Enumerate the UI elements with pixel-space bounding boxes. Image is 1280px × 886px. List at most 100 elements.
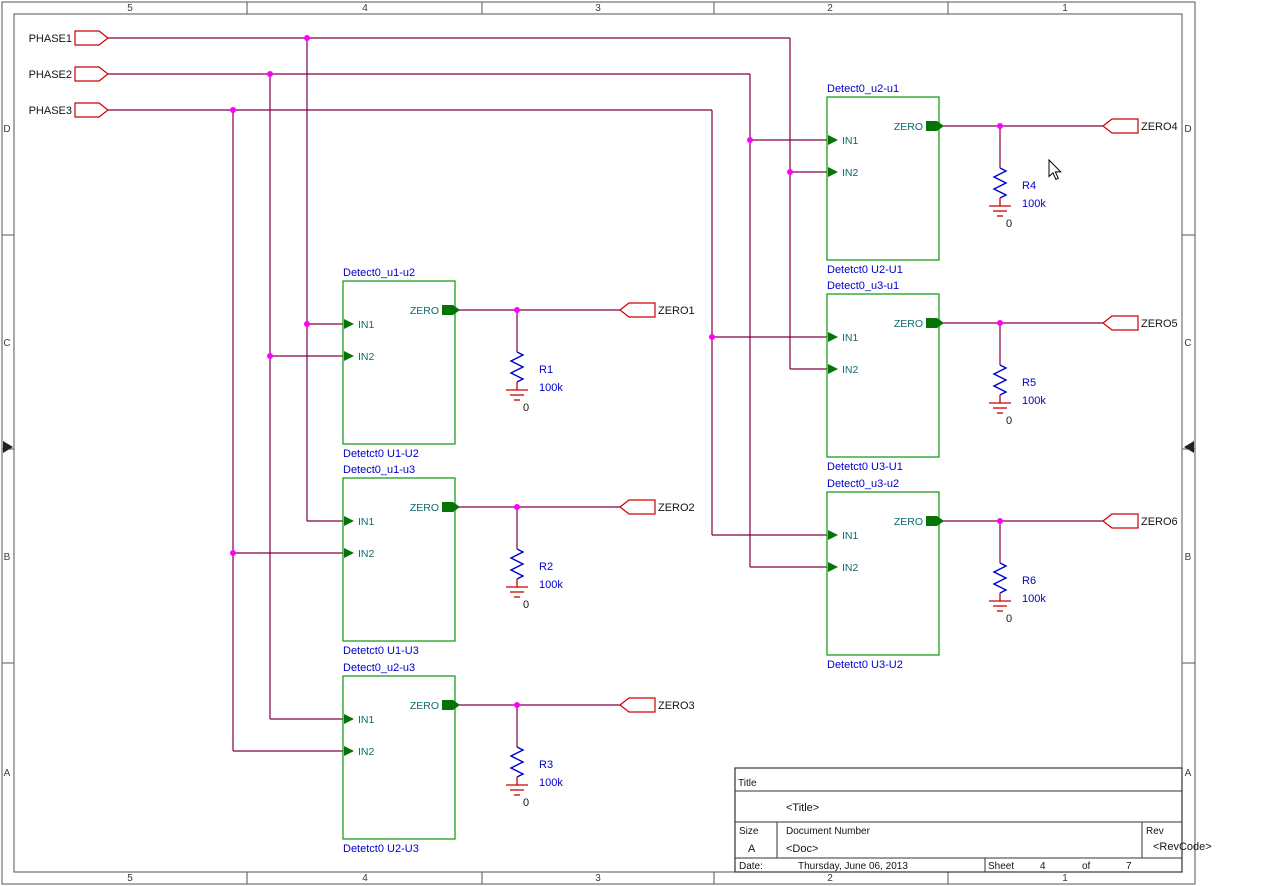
sheet-number[interactable]: 4 bbox=[1040, 861, 1046, 872]
junction-dot[interactable] bbox=[230, 550, 236, 556]
resistor-body[interactable] bbox=[992, 364, 1008, 396]
size-value[interactable]: A bbox=[748, 843, 756, 855]
net-zero-outputs[interactable] bbox=[455, 125, 1103, 706]
hier-port-icon[interactable] bbox=[619, 302, 656, 318]
pin-out-icon[interactable] bbox=[926, 318, 944, 328]
pin-out-icon[interactable] bbox=[926, 516, 944, 526]
pin-in1-icon[interactable] bbox=[828, 135, 838, 145]
detect-block-u3-u2[interactable]: Detect0_u3-u2 Detetct0 U3-U2 ZERO IN1 IN… bbox=[826, 478, 944, 671]
title-value[interactable]: <Title> bbox=[786, 802, 819, 814]
junction-dot[interactable] bbox=[514, 504, 520, 510]
frame-row-label: D bbox=[1184, 124, 1191, 135]
hier-port-icon[interactable] bbox=[1102, 315, 1139, 331]
frame-col-label: 4 bbox=[362, 3, 368, 14]
output-port-zero6[interactable]: ZERO6 bbox=[1102, 513, 1178, 529]
pin-in2-icon[interactable] bbox=[344, 351, 354, 361]
pin-in1-label: IN1 bbox=[842, 530, 859, 542]
junction-dot[interactable] bbox=[997, 123, 1003, 129]
output-port-zero5[interactable]: ZERO5 bbox=[1102, 315, 1178, 331]
net-phase3[interactable] bbox=[108, 109, 827, 752]
block-outline[interactable] bbox=[342, 675, 456, 840]
junction-dot[interactable] bbox=[787, 169, 793, 175]
date-value[interactable]: Thursday, June 06, 2013 bbox=[798, 861, 908, 872]
net-phase1[interactable] bbox=[108, 37, 827, 522]
junction-dot[interactable] bbox=[514, 702, 520, 708]
junction-dot[interactable] bbox=[709, 334, 715, 340]
block-outline[interactable] bbox=[826, 293, 940, 458]
frame-row-label: B bbox=[4, 552, 11, 563]
junction-dot[interactable] bbox=[997, 320, 1003, 326]
output-port-zero4[interactable]: ZERO4 bbox=[1102, 118, 1178, 134]
input-port-phase3[interactable]: PHASE3 bbox=[29, 102, 109, 118]
pin-out-icon[interactable] bbox=[442, 502, 460, 512]
pin-in2-icon[interactable] bbox=[828, 562, 838, 572]
pin-in1-icon[interactable] bbox=[344, 319, 354, 329]
hier-port-icon[interactable] bbox=[74, 30, 109, 46]
junction-dot[interactable] bbox=[304, 35, 310, 41]
junction-dot[interactable] bbox=[267, 353, 273, 359]
output-port-zero2[interactable]: ZERO2 bbox=[619, 499, 695, 515]
resistor-r5[interactable]: R5 100k 0 bbox=[989, 323, 1046, 427]
pin-in1-icon[interactable] bbox=[344, 516, 354, 526]
detect-block-u2-u3[interactable]: Detect0_u2-u3 Detetct0 U2-U3 ZERO IN1 IN… bbox=[342, 662, 460, 855]
resistor-body[interactable] bbox=[509, 746, 525, 778]
hier-port-icon[interactable] bbox=[619, 697, 656, 713]
pin-in1-icon[interactable] bbox=[828, 332, 838, 342]
junction-dot[interactable] bbox=[514, 307, 520, 313]
hier-port-icon[interactable] bbox=[74, 102, 109, 118]
pin-out-label: ZERO bbox=[410, 502, 439, 514]
junction-dot[interactable] bbox=[304, 321, 310, 327]
block-outline[interactable] bbox=[342, 280, 456, 445]
hier-port-icon[interactable] bbox=[1102, 118, 1139, 134]
resistor-ref: R3 bbox=[539, 759, 553, 771]
resistor-body[interactable] bbox=[992, 167, 1008, 199]
input-port-phase2[interactable]: PHASE2 bbox=[29, 66, 109, 82]
block-top-label: Detect0_u1-u2 bbox=[343, 267, 415, 279]
detect-block-u3-u1[interactable]: Detect0_u3-u1 Detetct0 U3-U1 ZERO IN1 IN… bbox=[826, 280, 944, 473]
doc-number-value[interactable]: <Doc> bbox=[786, 843, 818, 855]
resistor-ref: R1 bbox=[539, 364, 553, 376]
detect-block-u1-u3[interactable]: Detect0_u1-u3 Detetct0 U1-U3 ZERO IN1 IN… bbox=[342, 464, 460, 657]
frame-col-label: 5 bbox=[127, 873, 133, 884]
resistor-r2[interactable]: R2 100k 0 bbox=[506, 507, 563, 611]
net-phase2[interactable] bbox=[108, 73, 827, 720]
resistor-body[interactable] bbox=[509, 548, 525, 580]
resistor-value: 100k bbox=[539, 579, 563, 591]
hier-port-icon[interactable] bbox=[619, 499, 656, 515]
block-outline[interactable] bbox=[826, 96, 940, 261]
pin-out-icon[interactable] bbox=[442, 700, 460, 710]
resistor-r3[interactable]: R3 100k 0 bbox=[506, 705, 563, 809]
rev-value[interactable]: <RevCode> bbox=[1153, 841, 1212, 853]
resistor-r1[interactable]: R1 100k 0 bbox=[506, 310, 563, 414]
pin-in1-icon[interactable] bbox=[344, 714, 354, 724]
pin-in2-icon[interactable] bbox=[828, 364, 838, 374]
pin-out-icon[interactable] bbox=[442, 305, 460, 315]
resistor-r6[interactable]: R6 100k 0 bbox=[989, 521, 1046, 625]
pin-in1-icon[interactable] bbox=[828, 530, 838, 540]
block-top-label: Detect0_u2-u1 bbox=[827, 83, 899, 95]
hier-port-icon[interactable] bbox=[74, 66, 109, 82]
resistor-body[interactable] bbox=[992, 562, 1008, 594]
output-port-zero3[interactable]: ZERO3 bbox=[619, 697, 695, 713]
junction-dot[interactable] bbox=[997, 518, 1003, 524]
resistor-body[interactable] bbox=[509, 351, 525, 383]
detect-block-u1-u2[interactable]: Detect0_u1-u2 Detetct0 U1-U2 ZERO IN1 IN… bbox=[342, 267, 460, 460]
junction-dot[interactable] bbox=[747, 137, 753, 143]
detect-block-u2-u1[interactable]: Detect0_u2-u1 Detetct0 U2-U1 ZERO IN1 IN… bbox=[826, 83, 944, 276]
cursor-pointer bbox=[1048, 158, 1062, 181]
block-outline[interactable] bbox=[826, 491, 940, 656]
junction-dots bbox=[230, 35, 1003, 708]
block-outline[interactable] bbox=[342, 477, 456, 642]
pin-in2-icon[interactable] bbox=[828, 167, 838, 177]
resistor-r4[interactable]: R4 100k 0 bbox=[989, 126, 1046, 230]
pin-in2-icon[interactable] bbox=[344, 548, 354, 558]
sheet-total[interactable]: 7 bbox=[1126, 861, 1132, 872]
input-port-phase1[interactable]: PHASE1 bbox=[29, 30, 109, 46]
pin-out-icon[interactable] bbox=[926, 121, 944, 131]
junction-dot[interactable] bbox=[267, 71, 273, 77]
junction-dot[interactable] bbox=[230, 107, 236, 113]
pin-in2-icon[interactable] bbox=[344, 746, 354, 756]
output-port-zero1[interactable]: ZERO1 bbox=[619, 302, 695, 318]
hier-port-icon[interactable] bbox=[1102, 513, 1139, 529]
